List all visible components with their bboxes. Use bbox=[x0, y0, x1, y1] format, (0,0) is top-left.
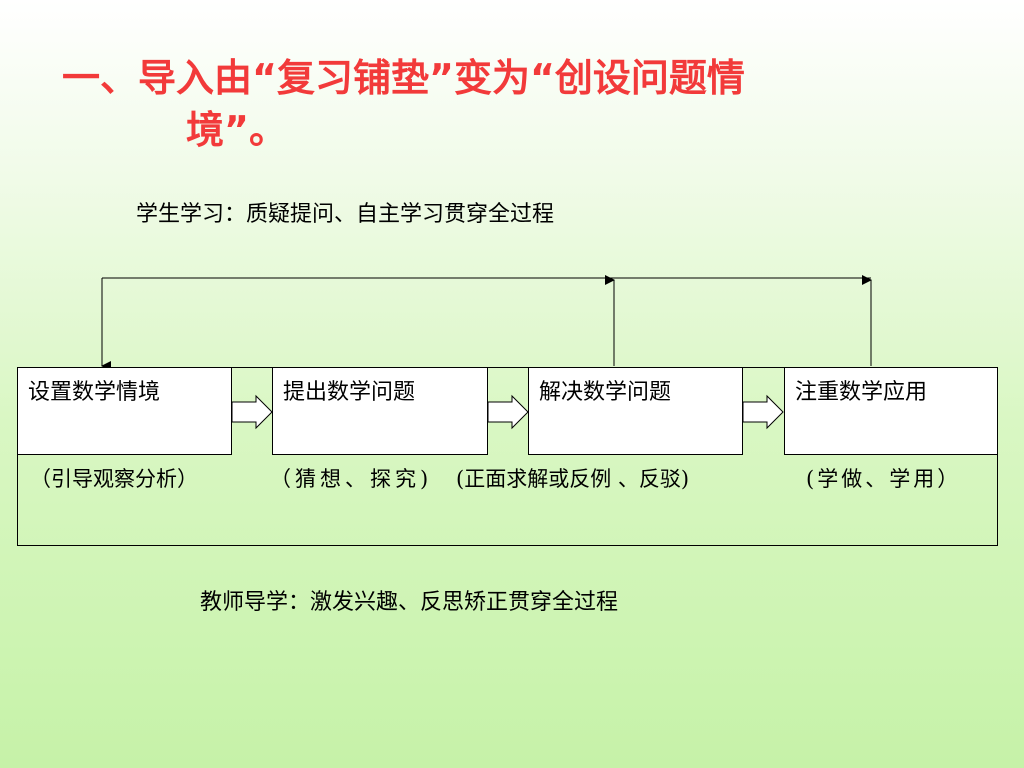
title-line-1: 一、导入由“复习铺垫”变为“创设问题情 bbox=[62, 56, 745, 100]
step-box-raise-question: 提出数学问题 bbox=[272, 367, 488, 455]
flow-arrow-1-2 bbox=[231, 394, 273, 430]
step-3-subtext: (正面求解或反例 、反驳) bbox=[456, 467, 690, 491]
step-box-set-situation: 设置数学情境 bbox=[17, 367, 232, 455]
student-learning-note: 学生学习：质疑提问、自主学习贯穿全过程 bbox=[136, 202, 555, 227]
flow-arrow-2-3 bbox=[487, 394, 529, 430]
step-box-apply-math: 注重数学应用 bbox=[784, 367, 998, 455]
flow-arrow-3-4 bbox=[742, 394, 784, 430]
step-2-subtext: （猜想、探究) bbox=[270, 467, 433, 491]
step-box-solve-problem: 解决数学问题 bbox=[528, 367, 743, 455]
outer-frame bbox=[17, 367, 998, 546]
title-line-2: 境”。 bbox=[186, 108, 287, 152]
teacher-guidance-note: 教师导学：激发兴趣、反思矫正贯穿全过程 bbox=[200, 590, 619, 615]
step-1-subtext: （引导观察分析） bbox=[30, 467, 198, 491]
slide-title: 一、导入由“复习铺垫”变为“创设问题情 境”。 bbox=[62, 52, 962, 156]
step-4-subtext: (学做、学用） bbox=[806, 467, 962, 491]
